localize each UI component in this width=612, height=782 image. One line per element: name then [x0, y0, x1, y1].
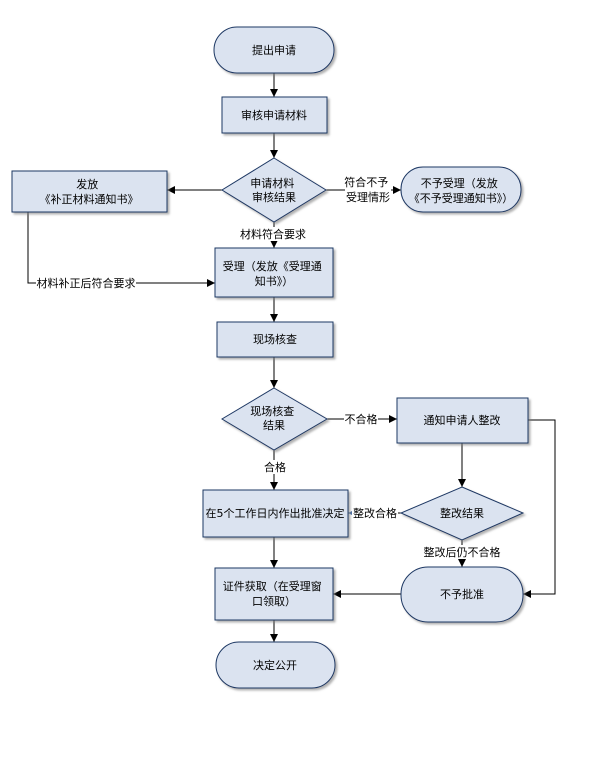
review-result-decision: [221, 157, 327, 223]
reject-accept-terminal: [400, 166, 522, 213]
inspection-result-decision: [221, 387, 328, 451]
meets-reject-label-bg: [345, 175, 391, 204]
materials-ok-label: 材料符合要求: [240, 227, 306, 241]
certificate-process: [214, 567, 334, 621]
review-label: 审核申请材料: [241, 108, 307, 122]
publish-terminal: [215, 641, 336, 689]
edge-rectify-notice-to-reject: [523, 419, 556, 598]
approve-decision-process: [202, 489, 349, 538]
supplement-notice-label: 发放 《补正材料通知书》: [40, 177, 139, 206]
inspection-result-label: 现场核查 结果: [250, 404, 298, 432]
rectify-pass-label: 整改合格: [353, 506, 397, 520]
pass-label-bg: [263, 460, 287, 474]
inspection-process: [216, 321, 334, 358]
approve-decision-label: 在5个工作日内作出批准决定: [206, 506, 345, 520]
inspection-label: 现场核查: [253, 332, 297, 346]
rectify-notice-label: 通知申请人整改: [424, 413, 501, 427]
meets-reject-label: 符合不予 受理情形: [344, 175, 392, 204]
materials-ok-label-bg: [239, 227, 307, 241]
fail-label: 不合格: [345, 412, 378, 426]
pass-label: 合格: [264, 460, 286, 474]
rectify-fail-label: 整改后仍不合格: [424, 545, 501, 559]
supplement-ok-label-bg: [36, 276, 136, 290]
review-process: [221, 96, 328, 134]
edge-supplement-to-accept: [27, 212, 215, 287]
start-label: 提出申请: [252, 43, 296, 57]
start-terminal: [213, 26, 335, 74]
reject-accept-label: 不予受理（发放 《不予受理通知书》）: [409, 176, 514, 205]
reject-approve-label: 不予批准: [440, 587, 484, 601]
node-labels: 提出申请 审核申请材料 申请材料 审核结果 发放 《补正材料通知书》 不予受理（…: [40, 43, 514, 672]
certificate-label: 证件获取（在受理窗 口领取）: [223, 579, 326, 608]
supplement-notice-process: [11, 170, 168, 213]
supplement-ok-label: 材料补正后符合要求: [37, 276, 136, 290]
rectify-fail-label-bg: [423, 545, 501, 559]
accept-label: 受理（发放《受理通 知书》）: [223, 259, 326, 288]
nodes: [11, 26, 529, 689]
review-result-label: 申请材料 审核结果: [250, 176, 298, 204]
accept-process: [214, 247, 334, 298]
rectify-result-decision: [399, 486, 525, 541]
reject-approve-terminal: [400, 566, 524, 623]
rectify-result-label: 整改结果: [440, 506, 484, 520]
fail-label-bg: [344, 412, 378, 426]
rectify-notice-process: [396, 397, 529, 444]
rectify-pass-label-bg: [352, 506, 398, 520]
publish-label: 决定公开: [253, 658, 297, 672]
edge-labels: 符合不予 受理情形 材料符合要求 材料补正后符合要求 不合格 合格 整改合格 整…: [36, 175, 501, 559]
